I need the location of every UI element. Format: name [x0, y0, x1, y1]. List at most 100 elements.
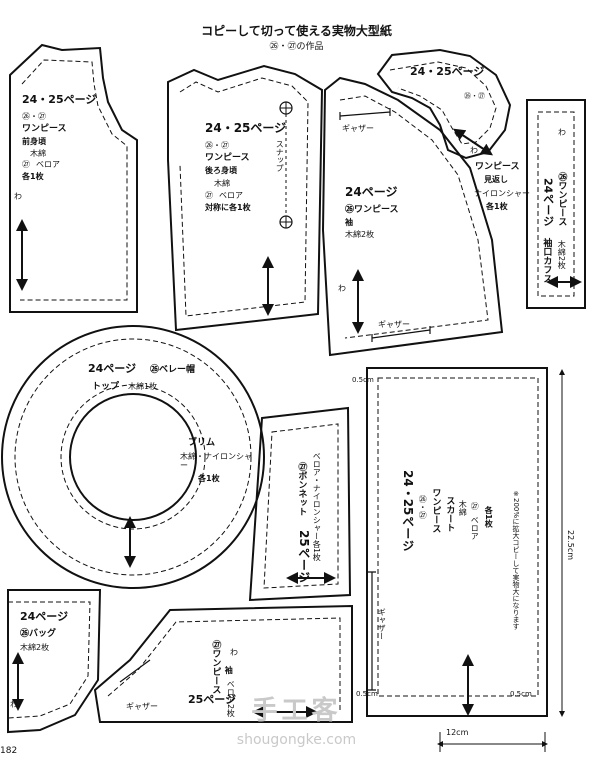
- beret-brim-fabric: 木綿・ナイロンシャー: [180, 452, 252, 471]
- snap-bottom-cross: [280, 216, 292, 228]
- back-bodice-fabric-main: 木綿: [214, 179, 230, 188]
- front-bodice-work-b: ㉗: [22, 160, 30, 169]
- sleeve-gather-bottom-mark: [371, 326, 431, 342]
- skirt-height-label: 22.5cm: [566, 530, 576, 561]
- skirt-note: ※200%に拡大コピーして実物大になります: [512, 490, 521, 631]
- front-bodice-outline: [9, 43, 138, 313]
- back-bodice-part: 後ろ身頃: [205, 166, 237, 175]
- beret-inner-outline: [69, 393, 197, 521]
- skirt-outline: [366, 367, 548, 717]
- back-bodice-page-ref: 24・25ページ: [205, 121, 287, 135]
- sleeve-27-seamline: [107, 617, 341, 710]
- back-bodice-seamline: [179, 77, 309, 317]
- facing-fabric: ナイロンシャー: [474, 189, 530, 198]
- skirt-part: スカート: [444, 496, 455, 532]
- page-title: コピーして切って使える実物大型紙: [201, 24, 392, 38]
- sleeve-work: ㉖ワンピース: [345, 205, 399, 215]
- sleeve-27-gather-mark: [119, 659, 151, 683]
- front-bodice-count: 各1枚: [22, 172, 44, 181]
- back-bodice-item: ワンピース: [205, 153, 250, 163]
- sleeve-outline: [321, 76, 504, 357]
- cuff-fabric: 木綿2枚: [557, 240, 567, 270]
- back-bodice-snap-label: スナップ: [275, 140, 285, 172]
- cuff-work: ㉖ワンピース: [556, 172, 567, 226]
- sleeve-27-fabric: ベロア2枚: [226, 680, 236, 718]
- sleeve-gather-bottom-label: ギャザー: [378, 320, 410, 329]
- facing-item: ワンピース: [475, 162, 520, 172]
- beret-top-fabric: 木綿1枚: [128, 382, 158, 391]
- beret-outer-outline: [1, 325, 265, 589]
- bag-outline: [7, 589, 102, 734]
- bonnet-page-ref: 25ページ: [296, 530, 311, 583]
- front-bodice-item: ワンピース: [22, 124, 67, 134]
- beret-work: ㉖ベレー帽: [150, 365, 196, 375]
- skirt-width-label: 12cm: [446, 728, 469, 737]
- bag-fabric: 木綿2枚: [20, 643, 50, 652]
- sleeve-27-outline: [93, 604, 353, 723]
- cuff-part: 袖口カフス: [541, 238, 552, 283]
- beret-top-label: トップ: [92, 382, 120, 392]
- beret-page-ref: 24ページ: [88, 362, 137, 375]
- sleeve-27-page-ref: 25ページ: [188, 693, 237, 706]
- skirt-count: 各1枚: [484, 506, 494, 528]
- facing-fold-mark: わ: [470, 146, 478, 155]
- bag-work: ㉖バッグ: [20, 629, 57, 639]
- beret-count: 各1枚: [198, 474, 220, 483]
- back-bodice-fabric-b: ベロア: [219, 191, 243, 200]
- bonnet-outline: [248, 406, 352, 602]
- page-subtitle: ㉖・㉗の作品: [269, 42, 324, 52]
- front-bodice-fabric-main: 木綿: [30, 149, 46, 158]
- skirt-item: ワンピース: [430, 488, 441, 533]
- skirt-seam-bottom-left: 0.5cm: [356, 690, 378, 698]
- page-number: 182: [0, 746, 18, 756]
- facing-seamline: [389, 61, 497, 145]
- facing-count: 各1枚: [486, 202, 508, 211]
- watermark-logo: 手工客: [251, 696, 342, 726]
- bonnet-seamline: [263, 423, 339, 589]
- skirt-seam-top: 0.5cm: [352, 376, 374, 384]
- front-bodice-seamline: [20, 59, 128, 301]
- sleeve-gather-top-mark: [339, 108, 391, 120]
- bag-seamline: [7, 601, 91, 719]
- bonnet-fabric: ベロア・ナイロンシャー各1枚: [312, 452, 322, 562]
- cuff-fold-mark: わ: [558, 128, 566, 137]
- skirt-fabric-main: 木綿: [458, 500, 468, 516]
- front-bodice-part: 前身頃: [22, 137, 46, 146]
- cuff-outline: [526, 99, 586, 309]
- skirt-gather-label: ギャザー: [377, 608, 387, 640]
- sleeve-page-ref: 24ページ: [345, 185, 398, 199]
- back-bodice-outline: [167, 64, 324, 332]
- skirt-page-ref: 24・25ページ: [400, 470, 415, 552]
- sleeve-27-item-work: ㉗ワンピース: [210, 640, 221, 694]
- sleeve-27-part: 袖: [224, 666, 234, 674]
- sleeve-27-gather-label: ギャザー: [126, 702, 158, 711]
- skirt-gather-mark: [368, 571, 376, 691]
- facing-page-ref: 24・25ページ: [410, 65, 485, 78]
- back-bodice-count: 対称に各1枚: [205, 203, 251, 212]
- facing-part: 見返し: [484, 175, 508, 184]
- bag-page-ref: 24ページ: [20, 610, 69, 623]
- beret-brim-label: ブリム: [188, 438, 216, 448]
- front-bodice-fabric-b: ベロア: [36, 160, 60, 169]
- back-bodice-work-b: ㉗: [205, 191, 213, 200]
- sleeve-part: 袖: [345, 218, 353, 227]
- front-bodice-fold-mark: わ: [14, 192, 22, 201]
- back-bodice-works: ㉖・㉗: [205, 141, 229, 150]
- skirt-seamline: [377, 377, 539, 697]
- skirt-seam-bottom-right: 0.5cm: [510, 690, 532, 698]
- front-bodice-works: ㉖・㉗: [22, 112, 46, 121]
- sleeve-fold-mark: わ: [338, 284, 346, 293]
- sleeve-gather-top-label: ギャザー: [342, 124, 374, 133]
- skirt-work-b: ㉗: [470, 502, 480, 510]
- bag-fold-mark: わ: [10, 700, 18, 709]
- bonnet-work: ㉗ボンネット: [296, 462, 307, 516]
- sleeve-seamline: [339, 95, 489, 339]
- skirt-works: ㉖・㉗: [418, 495, 428, 519]
- cuff-seamline: [537, 111, 575, 297]
- snap-top-cross: [280, 102, 292, 114]
- sleeve-fabric: 木綿2枚: [345, 230, 375, 239]
- sleeve-27-fold-mark: わ: [230, 648, 238, 657]
- facing-grain-arrow: [453, 128, 493, 156]
- beret-outer-seamline: [14, 338, 252, 576]
